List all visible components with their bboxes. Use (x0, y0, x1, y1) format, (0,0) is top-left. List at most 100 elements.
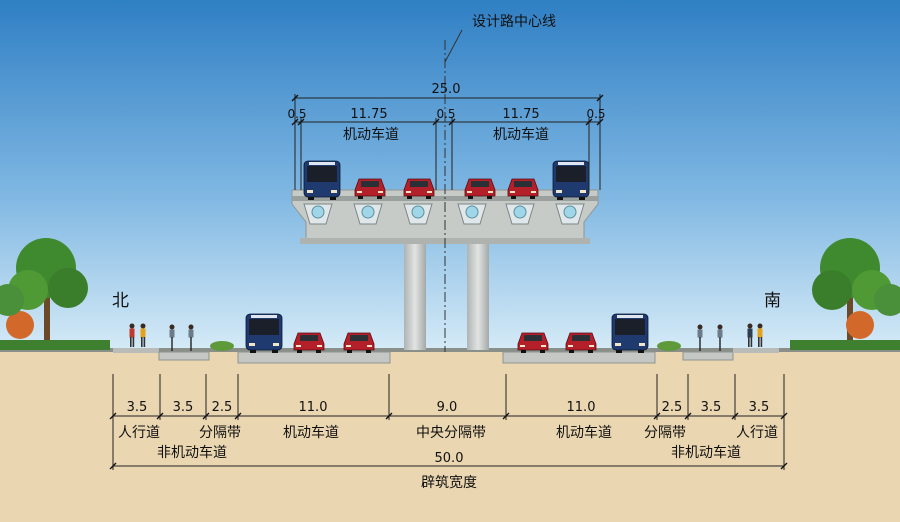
sidewalk-south (733, 348, 779, 353)
ground-line (0, 348, 900, 352)
girder-3 (403, 203, 433, 225)
girder-1 (303, 203, 333, 225)
car-elevated-4 (507, 178, 539, 199)
ground-tick-6 (502, 412, 510, 420)
ground-total-tick-2 (780, 462, 788, 470)
elevated-total-tick-1 (291, 94, 299, 102)
cyclist-south-2 (717, 324, 723, 351)
label-central-median: 中央分隔带 (416, 425, 486, 441)
dim-median-north: 2.5 (212, 400, 233, 415)
pedestrian-north-2 (140, 323, 146, 347)
pier-right (467, 244, 489, 350)
cyclist-north-2 (188, 324, 194, 351)
direction-north: 北 (112, 291, 129, 311)
ground-tick-4 (234, 412, 242, 420)
bike-lane-south (682, 351, 734, 361)
bus-ground-south (611, 313, 649, 353)
label-bike-north: 非机动车道 (157, 444, 227, 461)
girder-6 (555, 203, 585, 225)
sky (0, 0, 900, 352)
vehicles (245, 160, 649, 353)
elevated-tick-6 (596, 118, 604, 126)
dim-median-south: 2.5 (662, 400, 683, 415)
elevated-tick-1 (291, 118, 299, 126)
tree-north (0, 238, 110, 350)
dim-bike-south: 3.5 (701, 400, 722, 415)
label-motor-south: 机动车道 (556, 424, 612, 441)
tree-south (790, 238, 900, 350)
ground-dim-ticks (109, 412, 788, 470)
cyclist-south-1 (697, 324, 703, 351)
total-width: 50.0 (435, 451, 464, 466)
ground-dim-lines (112, 374, 785, 470)
girder-4 (457, 203, 487, 225)
elevated-dim-lines (294, 94, 601, 190)
ground-tick-5 (385, 412, 393, 420)
elevated-tick-3 (432, 118, 440, 126)
total-width-label: 辟筑宽度 (421, 474, 477, 491)
dim-bike-north: 3.5 (173, 400, 194, 415)
car-elevated-2 (403, 178, 435, 199)
pedestrian-south-1 (747, 323, 753, 347)
pedestrian-north-1 (129, 323, 135, 347)
pier-left (404, 244, 426, 350)
centerline-leader (444, 29, 463, 63)
car-elevated-3 (464, 178, 496, 199)
ground-tick-9 (731, 412, 739, 420)
car-ground-1 (293, 332, 325, 353)
ground-tick-2 (156, 412, 164, 420)
car-elevated-1 (354, 178, 386, 199)
elevated-tick-5 (585, 118, 593, 126)
elevated-dim-ticks (291, 94, 604, 126)
car-ground-2 (343, 332, 375, 353)
ground-tick-8 (684, 412, 692, 420)
elevated-total-tick-2 (596, 94, 604, 102)
motor-lane-north (237, 351, 391, 364)
dim-motor-north: 11.0 (299, 400, 328, 415)
shrub-south (657, 341, 681, 351)
bus-elevated-south (552, 160, 590, 200)
pedestrian-south-2 (757, 323, 763, 347)
girder-2 (353, 203, 383, 225)
earth (0, 350, 900, 522)
car-ground-4 (565, 332, 597, 353)
dim-sidewalk-north: 3.5 (127, 400, 148, 415)
dim-sidewalk-south: 3.5 (749, 400, 770, 415)
people (129, 323, 763, 351)
label-median-north: 分隔带 (199, 425, 241, 441)
dim-motor-south: 11.0 (567, 400, 596, 415)
elevated-dim-4: 11.75 (502, 107, 539, 122)
elevated-lane-label-south: 机动车道 (493, 126, 549, 143)
elevated-dim-3: 0.5 (436, 107, 455, 121)
elevated-lane-label-north: 机动车道 (343, 126, 399, 143)
bike-lane-north (158, 351, 210, 361)
ground-tick-10 (780, 412, 788, 420)
motor-lane-south (502, 351, 656, 364)
ground-tick-1 (109, 412, 117, 420)
deck-girders (303, 203, 585, 225)
elevated-dim-2: 11.75 (350, 107, 387, 122)
elevated-dim-1: 0.5 (287, 107, 306, 121)
ground-total-tick-1 (109, 462, 117, 470)
direction-south: 南 (764, 291, 781, 311)
elevated-tick-2 (297, 118, 305, 126)
centerline-label: 设计路中心线 (472, 14, 556, 30)
label-motor-north: 机动车道 (283, 424, 339, 441)
bus-elevated-north (303, 160, 341, 200)
bus-ground-north (245, 313, 283, 353)
dim-central: 9.0 (437, 400, 458, 415)
car-ground-3 (517, 332, 549, 353)
ground-tick-3 (202, 412, 210, 420)
label-bike-south: 非机动车道 (671, 444, 741, 461)
label-median-south: 分隔带 (644, 425, 686, 441)
cyclist-north-1 (169, 324, 175, 351)
ground-tick-7 (653, 412, 661, 420)
elevated-total: 25.0 (432, 82, 461, 97)
elevated-tick-4 (448, 118, 456, 126)
label-sidewalk-north: 人行道 (118, 425, 160, 441)
label-sidewalk-south: 人行道 (736, 425, 778, 441)
sidewalk-north (113, 348, 159, 353)
girder-5 (505, 203, 535, 225)
